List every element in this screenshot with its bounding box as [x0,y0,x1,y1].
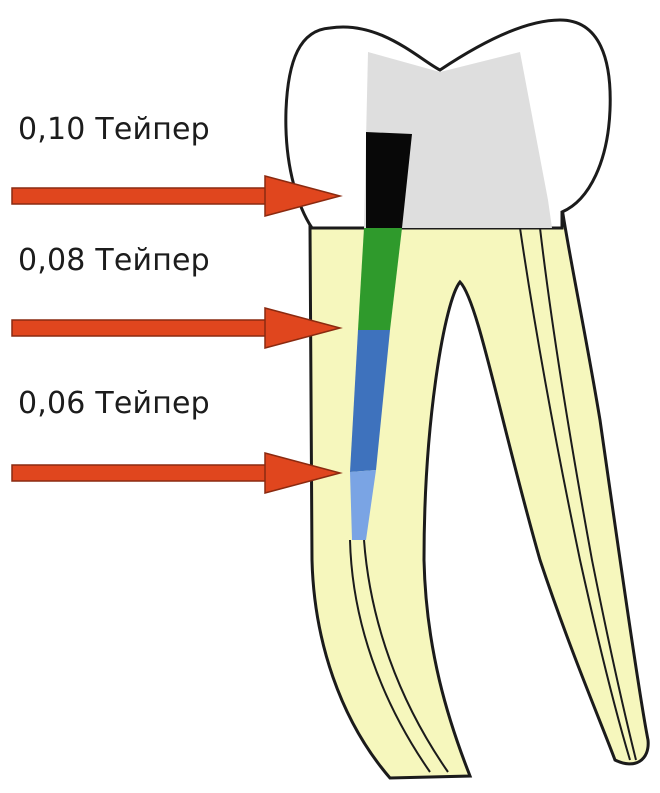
arrow-008 [12,308,340,348]
taper-label-010: 0,10 Тейпер [18,112,210,147]
arrow-006 [12,453,340,493]
taper-label-006: 0,06 Тейпер [18,386,210,421]
taper-label-008: 0,08 Тейпер [18,243,210,278]
arrow-010 [12,176,340,216]
